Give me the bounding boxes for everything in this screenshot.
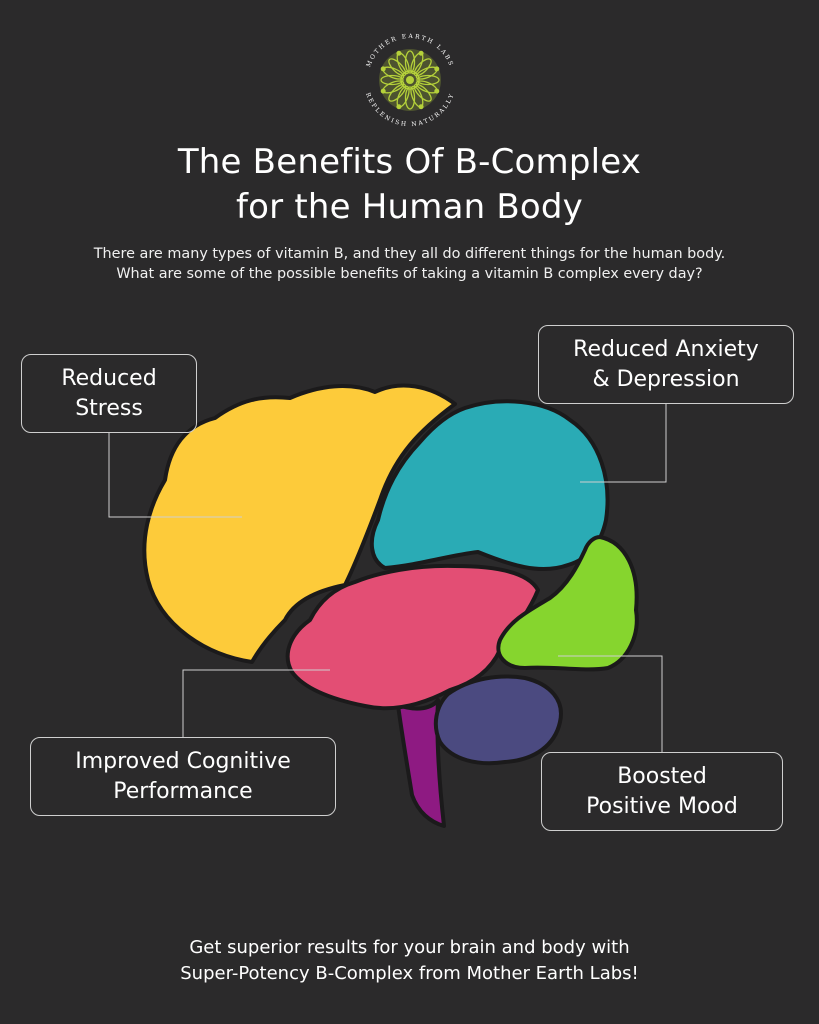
connector-anxiety: [580, 404, 667, 483]
connector-cognitive: [182, 669, 330, 737]
label-improved-cognitive: Improved Cognitive Performance: [30, 737, 336, 816]
mandala-petal: [388, 83, 407, 102]
mandala-petal: [380, 74, 404, 86]
mandala-dot: [418, 104, 424, 110]
label-reduced-anxiety: Reduced Anxiety & Depression: [538, 325, 794, 404]
title-line-1: The Benefits Of B-Complex: [177, 142, 642, 182]
label-mood-line-1: Boosted: [617, 763, 707, 789]
brain-cerebellum: [433, 674, 563, 766]
connector-stress: [108, 433, 242, 518]
brain-occipital-lobe: [496, 535, 639, 672]
footer-line-1: Get superior results for your brain and …: [189, 937, 630, 958]
connector-mood: [558, 655, 663, 752]
label-anxiety-line-2: & Depression: [592, 366, 740, 392]
mandala-petal: [388, 58, 407, 77]
mandala-petal: [413, 58, 432, 77]
label-boosted-mood: Boosted Positive Mood: [541, 752, 783, 831]
mandala-petal: [416, 74, 440, 86]
label-reduced-stress: Reduced Stress: [21, 354, 197, 433]
mandala-dot: [434, 66, 440, 72]
title-line-2: for the Human Body: [235, 187, 584, 227]
mandala-dot: [396, 104, 402, 110]
intro-line-1: There are many types of vitamin B, and t…: [93, 246, 726, 262]
label-cognitive-line-2: Performance: [113, 778, 253, 804]
mandala-petal: [413, 83, 432, 102]
brain-parietal-lobe: [369, 399, 610, 572]
mandala-dot: [396, 50, 402, 56]
footer-cta: Get superior results for your brain and …: [0, 935, 819, 987]
label-cognitive-line-1: Improved Cognitive: [75, 748, 291, 774]
brain-brainstem: [396, 698, 446, 828]
mandala-icon: [379, 49, 441, 111]
mandala-petal: [404, 50, 416, 74]
label-stress-line-2: Stress: [75, 395, 143, 421]
intro-line-2: What are some of the possible benefits o…: [116, 266, 703, 282]
label-stress-line-1: Reduced: [61, 365, 157, 391]
label-anxiety-line-1: Reduced Anxiety: [573, 336, 759, 362]
mandala-dot: [418, 50, 424, 56]
footer-line-2: Super-Potency B-Complex from Mother Eart…: [180, 963, 639, 984]
label-mood-line-2: Positive Mood: [586, 793, 738, 819]
mandala-petal: [404, 86, 416, 110]
mandala-dot: [380, 88, 386, 94]
logo: MOTHER EARTH LABS REPLENISH NATURALLY: [364, 33, 454, 128]
mandala-dot: [380, 66, 386, 72]
intro-text: There are many types of vitamin B, and t…: [20, 244, 799, 284]
mandala-dot: [434, 88, 440, 94]
page-title: The Benefits Of B-Complex for the Human …: [0, 140, 819, 230]
